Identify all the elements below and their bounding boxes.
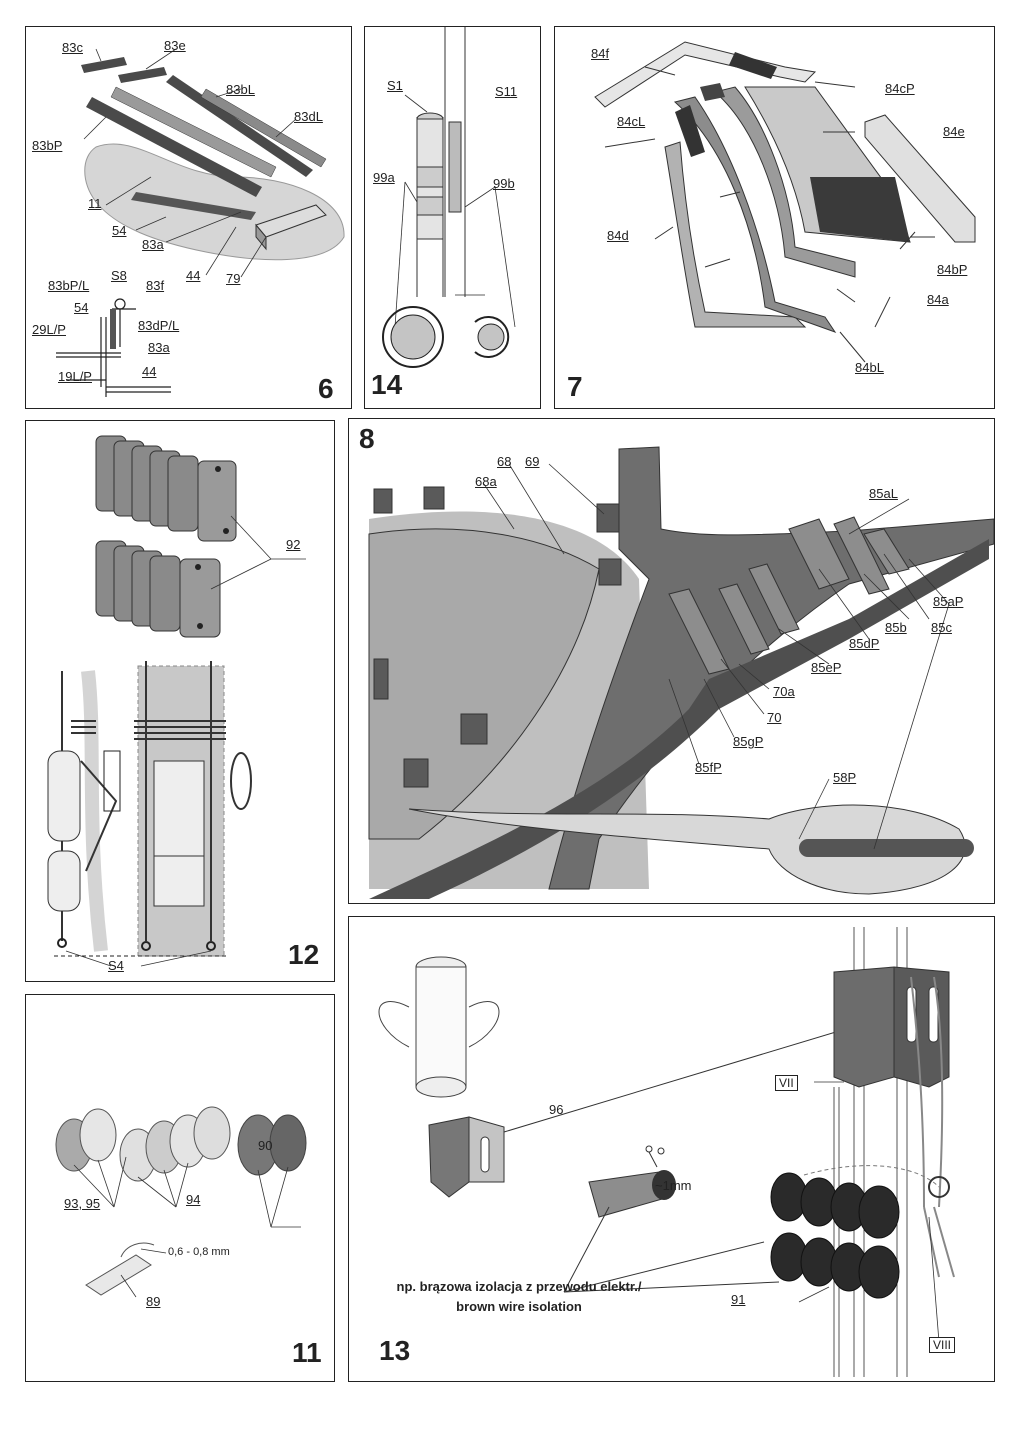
- label-84d: 84d: [607, 228, 629, 243]
- section-label-29L-P: 29L/P: [32, 322, 66, 337]
- label-83bL: 83bL: [226, 82, 255, 97]
- section-label-44: 44: [142, 364, 157, 379]
- label-83e: 83e: [164, 38, 186, 53]
- section-label-19L-P: 19L/P: [58, 369, 92, 384]
- label-VII: VII: [775, 1075, 798, 1091]
- label-83c: 83c: [62, 40, 83, 55]
- label-S1: S1: [387, 78, 403, 93]
- label-89: 89: [146, 1294, 161, 1309]
- panel-7-drawing: [594, 41, 976, 363]
- panel-number-14: 14: [371, 369, 403, 400]
- wire-isolation-note-line2: brown wire isolation: [456, 1299, 582, 1314]
- section-label-83bP-L: 83bP/L: [48, 278, 90, 293]
- label-84a: 84a: [927, 292, 949, 307]
- panel-13: 96 ~1mm 91 VII VIII np. brązowa izolacja…: [348, 916, 995, 1382]
- section-label-83f: 83f: [146, 278, 165, 293]
- label-99b: 99b: [493, 176, 515, 191]
- label-83dL: 83dL: [294, 109, 323, 124]
- panel-6-drawing: [56, 48, 345, 397]
- panel-8-drawing: [368, 446, 994, 899]
- label-84e: 84e: [943, 124, 965, 139]
- panel-13-drawing: [378, 927, 955, 1377]
- label-68: 68: [497, 454, 512, 469]
- panel-12-drawing: [47, 435, 306, 967]
- label-94: 94: [186, 1192, 201, 1207]
- panel-12: 92 S4 12: [25, 420, 335, 982]
- panel-11-drawing: [55, 1106, 307, 1298]
- label-91: 91: [731, 1292, 746, 1307]
- label-58P: 58P: [833, 770, 857, 785]
- label-44: 44: [186, 268, 201, 283]
- label-85b: 85b: [885, 620, 907, 635]
- panel-8: 68 69 68a 85aL 85aP 85b 85c 85dP 85eP 70…: [348, 418, 995, 904]
- label-85gP: 85gP: [733, 734, 764, 749]
- label-70a: 70a: [773, 684, 795, 699]
- panel-number-13: 13: [379, 1335, 411, 1366]
- panel-11: 93, 95 94 90 0,6 - 0,8 mm 89 11: [25, 994, 335, 1382]
- panel-number-12: 12: [288, 939, 320, 970]
- label-79: 79: [226, 271, 241, 286]
- label-S11: S11: [495, 84, 518, 99]
- label-99a: 99a: [373, 170, 395, 185]
- label-thickness: 0,6 - 0,8 mm: [168, 1246, 230, 1258]
- label-S4: S4: [108, 958, 124, 973]
- section-label-S8: S8: [111, 268, 127, 283]
- label-68a: 68a: [475, 474, 497, 489]
- panel-14: S1 S11 99a 99b 14: [364, 26, 541, 409]
- label-93-95: 93, 95: [64, 1196, 101, 1211]
- label-84bP: 84bP: [937, 262, 968, 277]
- label-85c: 85c: [931, 620, 952, 635]
- label-VIII: VIII: [929, 1337, 956, 1353]
- label-90: 90: [258, 1138, 273, 1153]
- label-11: 11: [88, 196, 102, 211]
- wire-isolation-note-line1: np. brązowa izolacja z przewodu elektr./: [396, 1279, 642, 1294]
- label-85aP: 85aP: [933, 594, 964, 609]
- label-cut-length: ~1mm: [655, 1178, 692, 1193]
- panel-number-7: 7: [567, 371, 583, 402]
- panel-number-6: 6: [318, 373, 334, 404]
- label-83bP: 83bP: [32, 138, 63, 153]
- label-92: 92: [286, 537, 301, 552]
- label-85dP: 85dP: [849, 636, 880, 651]
- panel-number-11: 11: [292, 1337, 322, 1368]
- panel-number-8: 8: [359, 423, 375, 454]
- section-label-83a: 83a: [148, 340, 170, 355]
- section-label-54: 54: [74, 300, 89, 315]
- label-69: 69: [525, 454, 540, 469]
- panel-14-drawing: [382, 27, 516, 368]
- label-84bL: 84bL: [855, 360, 884, 375]
- label-54: 54: [112, 223, 127, 238]
- panel-7: 84f 84cP 84cL 84e 84d 84bP 84a 84bL 7: [554, 26, 995, 409]
- label-83a: 83a: [142, 237, 164, 252]
- label-85aL: 85aL: [869, 486, 898, 501]
- label-85fP: 85fP: [695, 760, 722, 775]
- label-96: 96: [549, 1102, 564, 1117]
- label-84f: 84f: [591, 46, 610, 61]
- label-84cP: 84cP: [885, 81, 915, 96]
- section-label-83dP-L: 83dP/L: [138, 318, 180, 333]
- label-84cL: 84cL: [617, 114, 646, 129]
- panel-6: 83c 83e 83bL 83dL 83bP 11 54 83a 44 79 8…: [25, 26, 352, 409]
- label-85eP: 85eP: [811, 660, 842, 675]
- label-70: 70: [767, 710, 782, 725]
